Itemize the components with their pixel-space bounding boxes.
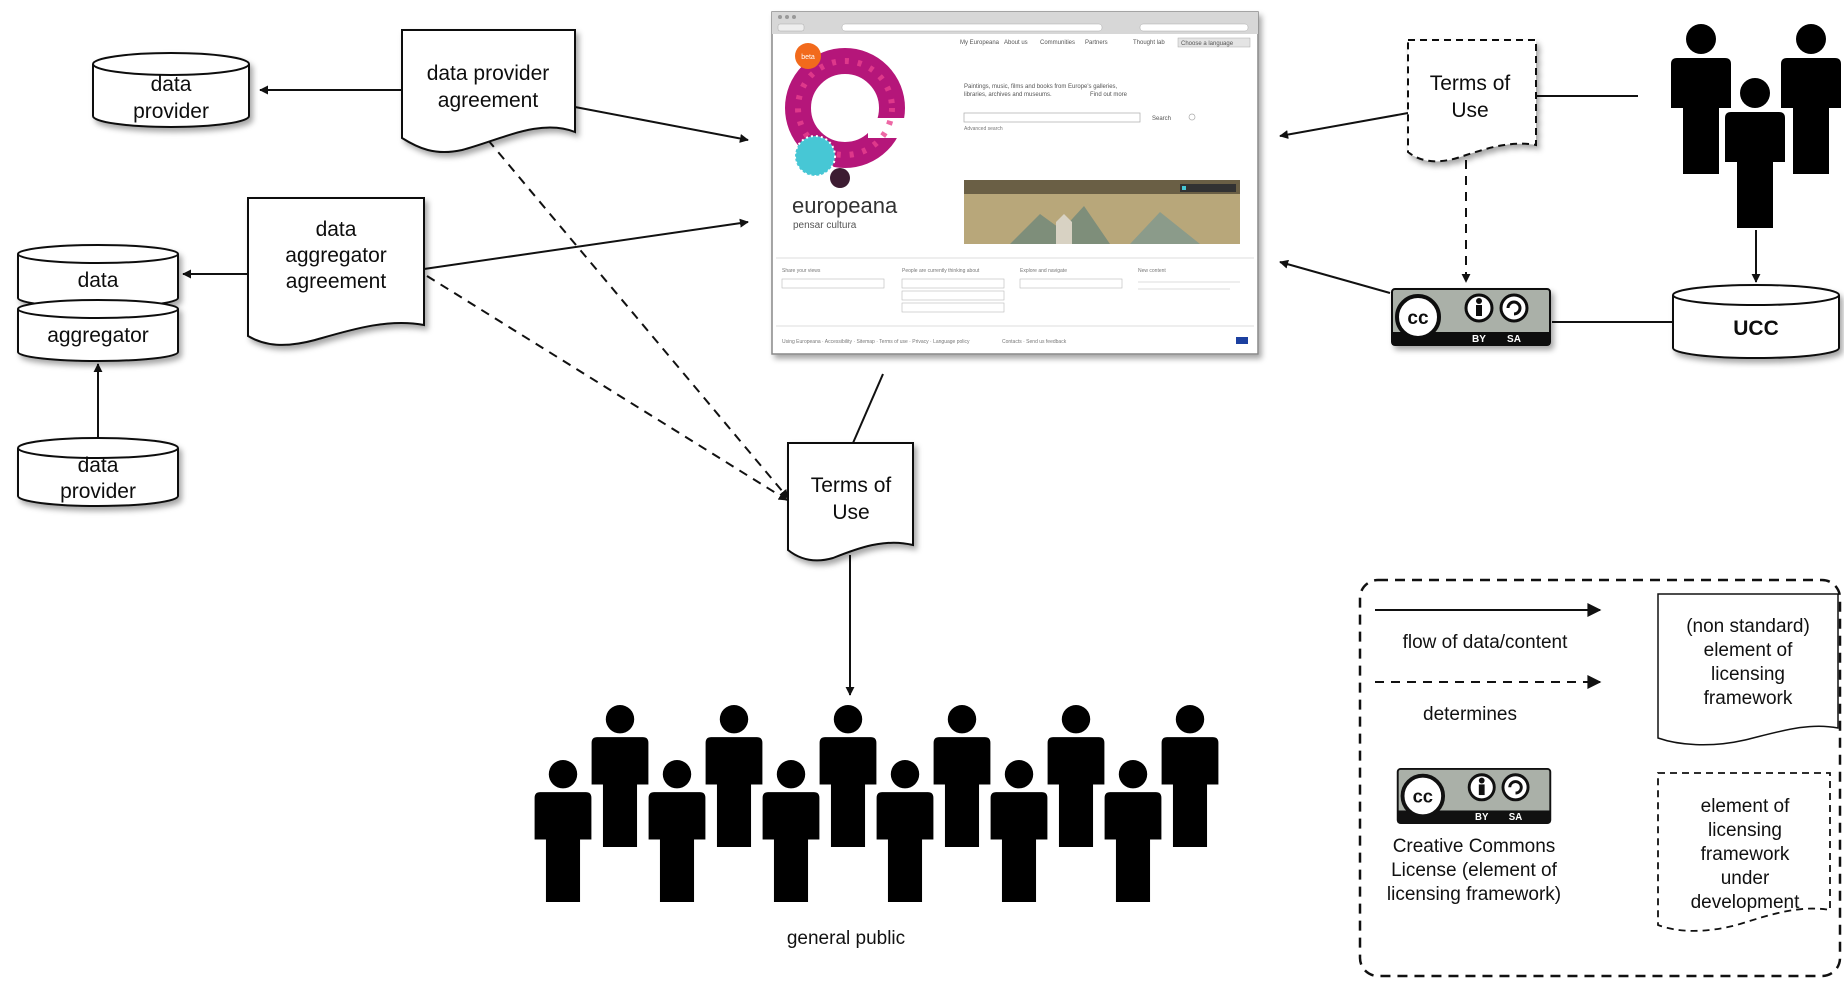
europeana-screenshot: My Europeana About us Communities Partne… [771,11,1259,355]
aggregator-agreement-line2: aggregator [285,244,387,267]
europeana-nav: My Europeana About us Communities Partne… [960,37,1251,48]
legend-dev-line4: under [1721,868,1770,889]
terms-center-line1: Terms of [811,474,892,497]
europeana-search-button: Search [1152,116,1171,122]
person-icon [1671,24,1731,174]
aggregator-agreement-line1: data [316,218,357,241]
nav-item: My Europeana [960,40,1000,46]
column-title: New content [1138,268,1166,274]
person-icon [534,760,592,902]
column-title: People are currently thinking about [902,268,980,274]
europeana-columns: Share your views People are currently th… [781,268,1240,313]
column-title: Explore and navigate [1020,268,1067,274]
data-provider-top-line2: provider [133,100,209,123]
nav-language: Choose a language [1181,41,1234,47]
europeana-intro-line2: libraries, archives and museums. [964,92,1052,98]
person-icon [819,705,877,847]
europeana-advanced-search: Advanced search [964,126,1003,132]
data-provider-top-line1: data [151,73,192,96]
europeana-logo-name: europeana [792,193,898,218]
cc-by-sa-icon [1395,768,1553,824]
legend: flow of data/content determines Creative… [1358,578,1842,978]
arrow-agreement-to-europeana [574,106,749,143]
europeana-intro-line1: Paintings, music, films and books from E… [964,84,1118,90]
dashed-aggregator-agreement-to-terms [426,275,788,501]
legend-standard-element [1657,593,1839,746]
person-icon [1104,760,1162,902]
legend-cc-line2: License (element of [1391,860,1558,881]
nav-item: Partners [1085,40,1108,46]
ucc-label: UCC [1733,317,1779,340]
data-provider-top: data provider [92,52,250,128]
cc-badge-top [1392,289,1550,345]
europeana-logo-tagline: pensar cultura [793,220,857,231]
ucc-people [1671,24,1841,228]
europeana-find-out-more: Find out more [1090,92,1128,98]
europeana-footer-links: Using Europeana · Accessibility · Sitema… [782,339,970,345]
legend-determines-label: determines [1423,704,1517,725]
terms-of-use-center: Terms of Use [787,442,914,562]
person-icon [990,760,1048,902]
person-icon [648,760,706,902]
terms-of-use-right: Terms of Use [1407,39,1537,163]
dashed-provider-agreement-to-terms [487,139,789,499]
general-public-label: general public [787,928,905,949]
legend-dev-line5: development [1691,892,1801,913]
data-provider-agreement: data provider agreement [401,29,576,154]
aggregator-agreement-line3: agreement [286,270,387,293]
aggregator-stack-top-label: data [78,269,119,292]
data-provider-bottom-line1: data [78,454,119,477]
beta-badge: beta [801,54,815,61]
europeana-search-input [963,112,1141,123]
provider-agreement-line1: data provider [427,62,550,85]
legend-cc-line1: Creative Commons [1393,836,1556,857]
general-public-crowd [534,705,1219,902]
arrow-terms-right-to-europeana [1279,112,1409,139]
person-icon [1781,24,1841,174]
person-icon [933,705,991,847]
column-title: Share your views [782,268,821,274]
terms-right-line1: Terms of [1430,72,1511,95]
person-icon [591,705,649,847]
legend-standard-line1: (non standard) [1686,616,1810,637]
legend-standard-line4: framework [1704,688,1793,709]
nav-item: Communities [1040,40,1075,46]
data-aggregator-agreement: data aggregator agreement [247,197,425,346]
arrow-cc-to-europeana [1279,259,1391,294]
terms-right-line2: Use [1451,99,1488,122]
provider-agreement-line2: agreement [438,89,539,112]
arrow-aggregator-agreement-to-europeana [423,218,749,270]
person-icon [705,705,763,847]
ucc-cylinder: UCC [1672,284,1840,359]
legend-dev-line1: element of [1701,796,1790,817]
cc-by-sa-icon [1392,289,1550,345]
legend-dev-line3: framework [1701,844,1790,865]
person-icon [1161,705,1219,847]
connectors [93,85,1761,696]
data-provider-bottom: data provider [17,437,179,507]
terms-center-line2: Use [832,501,869,524]
aggregator-stack: data aggregator [17,244,179,362]
europeana-banner-image [964,180,1240,244]
europeana-logo: beta europeana pensar cultura [785,43,908,231]
data-provider-bottom-line2: provider [60,480,136,503]
line-europeana-to-terms [852,373,884,444]
legend-standard-line2: element of [1704,640,1793,661]
legend-cc-line3: licensing framework) [1387,884,1561,905]
legend-standard-line3: licensing [1711,664,1785,685]
person-icon [1047,705,1105,847]
person-icon [1725,78,1785,228]
nav-item: About us [1004,40,1028,46]
nav-item: Thought lab [1133,40,1165,46]
aggregator-stack-bottom-label: aggregator [47,324,149,347]
legend-flow-label: flow of data/content [1403,632,1568,653]
legend-dev-element [1657,772,1831,932]
legend-dev-line2: licensing [1708,820,1782,841]
person-icon [876,760,934,902]
person-icon [762,760,820,902]
europeana-footer-contact: Contacts · Send us feedback [1002,339,1067,345]
